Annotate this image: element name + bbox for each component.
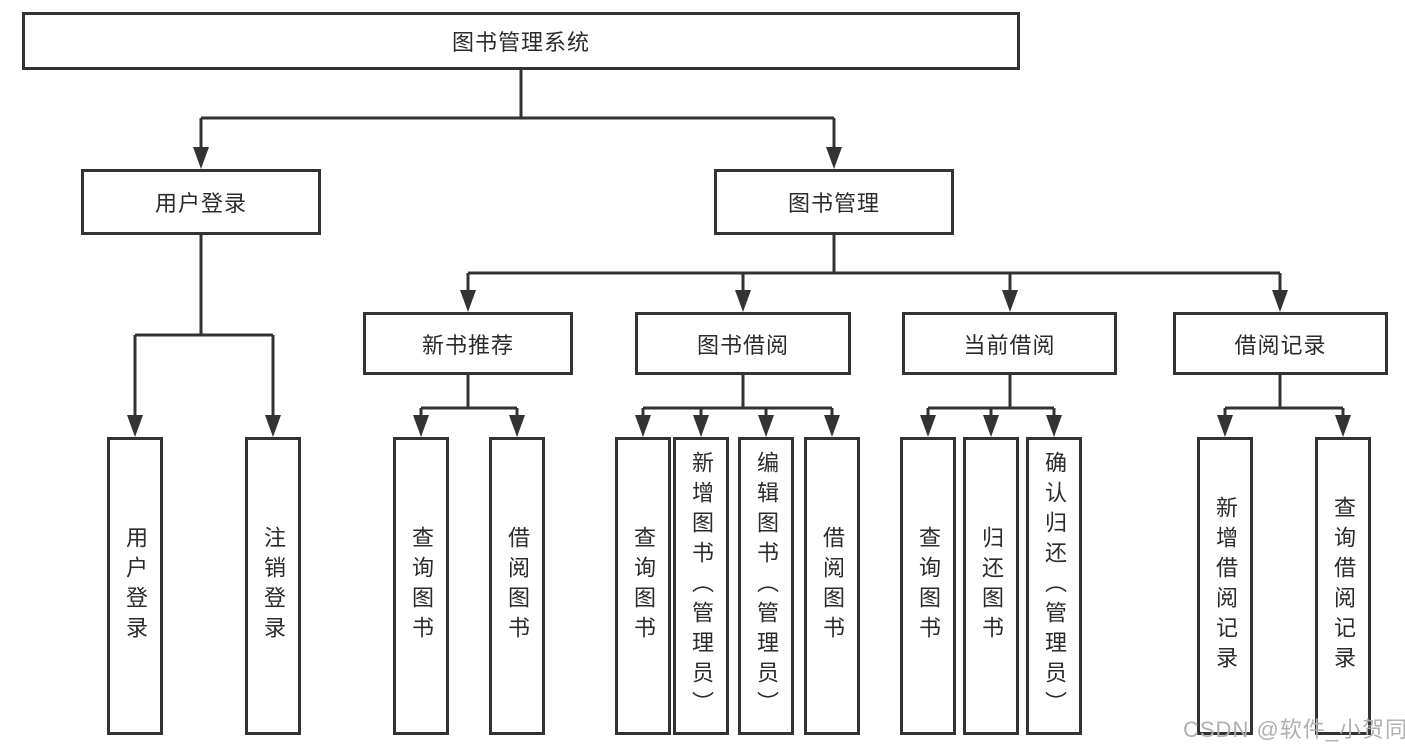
node-current-borrowing-label: 当前借阅 [963,332,1056,358]
node-borrowing-records: 借阅记录 [1173,312,1388,375]
leaf-query-borrow-record: 查询借阅记录 [1315,437,1371,735]
node-user-login: 用户登录 [81,169,321,235]
leaf-query-books-recommend: 查询图书 [393,437,449,735]
leaf-confirm-return-admin: 确认归还（管理员） [1026,437,1082,735]
leaf-query-borrow-record-label: 查询借阅记录 [1331,496,1356,676]
leaf-query-books-current: 查询图书 [900,437,956,735]
node-borrowing-records-label: 借阅记录 [1234,332,1327,358]
arrowhead-icons [127,147,1351,437]
leaf-add-borrow-record-label: 新增借阅记录 [1213,496,1238,676]
node-current-borrowing: 当前借阅 [902,312,1117,375]
watermark: CSDN @软件_小贺同学 [1183,717,1405,742]
node-new-book-recommendation: 新书推荐 [363,312,573,375]
leaf-query-books-current-label: 查询图书 [916,526,941,646]
leaf-query-books-borrowing: 查询图书 [615,437,671,735]
leaf-return-book: 归还图书 [963,437,1019,735]
leaf-add-book-admin-label: 新增图书（管理员） [689,451,714,721]
node-book-management-label: 图书管理 [787,191,880,216]
leaf-edit-book-admin-label: 编辑图书（管理员） [754,451,779,721]
node-new-book-recommendation-label: 新书推荐 [421,332,514,358]
node-book-borrowing: 图书借阅 [635,312,851,375]
node-book-borrowing-label: 图书借阅 [696,332,789,358]
leaf-user-login-label: 用户登录 [123,526,148,646]
node-root-label: 图书管理系统 [451,30,590,55]
node-book-management: 图书管理 [714,169,954,235]
leaf-add-book-admin: 新增图书（管理员） [673,437,729,735]
leaf-add-borrow-record: 新增借阅记录 [1197,437,1253,735]
leaf-borrow-books-recommend: 借阅图书 [489,437,545,735]
leaf-query-books-recommend-label: 查询图书 [409,526,434,646]
leaf-borrow-books-borrowing-label: 借阅图书 [820,526,845,646]
node-user-login-label: 用户登录 [154,191,247,216]
leaf-borrow-books-recommend-label: 借阅图书 [505,526,530,646]
leaf-borrow-books-borrowing: 借阅图书 [804,437,860,735]
node-root: 图书管理系统 [22,12,1020,70]
leaf-logout-label: 注销登录 [261,526,286,646]
leaf-edit-book-admin: 编辑图书（管理员） [738,437,794,735]
leaf-return-book-label: 归还图书 [979,526,1004,646]
leaf-confirm-return-admin-label: 确认归还（管理员） [1042,451,1067,721]
leaf-user-login: 用户登录 [107,437,163,735]
leaf-query-books-borrowing-label: 查询图书 [631,526,656,646]
leaf-logout: 注销登录 [245,437,301,735]
